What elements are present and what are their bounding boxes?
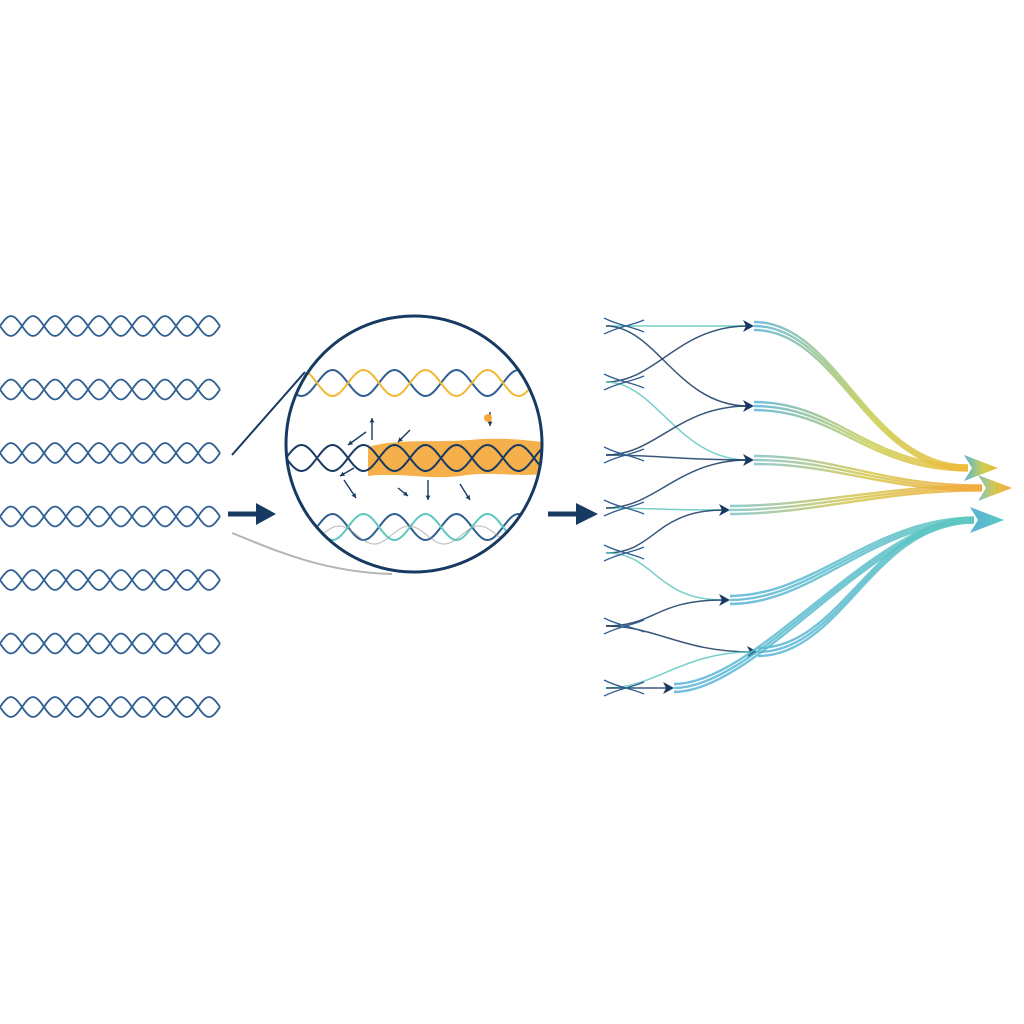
double-helix xyxy=(0,632,221,655)
flow-curve xyxy=(729,484,983,508)
magnified-helix-lens xyxy=(284,314,544,574)
double-helix xyxy=(0,505,221,528)
flow-curve xyxy=(753,320,969,467)
strand-tail xyxy=(603,544,645,560)
strand-tail xyxy=(603,617,645,633)
network-strand xyxy=(605,507,725,511)
output-arrow-teal-icon xyxy=(970,507,1004,533)
flow-curve xyxy=(753,404,969,470)
left-helix-panel xyxy=(0,315,221,718)
node-arrowhead-icon xyxy=(663,682,674,694)
double-helix xyxy=(0,442,221,464)
small-arrow-icon xyxy=(347,431,367,446)
flow-curve xyxy=(673,516,975,686)
double-helix xyxy=(0,378,221,401)
output-flows xyxy=(673,320,983,694)
output-arrow-orange-icon xyxy=(978,475,1012,501)
small-arrow-icon xyxy=(369,418,375,440)
strand-tail xyxy=(603,375,645,391)
helix-strand xyxy=(0,442,221,464)
node-arrowhead-icon xyxy=(743,320,754,332)
network-strand xyxy=(605,325,749,407)
highlight-band xyxy=(368,438,542,478)
network-strand xyxy=(605,625,753,653)
node-arrowhead-icon xyxy=(719,594,730,606)
right-arrow-icon xyxy=(228,503,276,525)
helix-strand xyxy=(0,632,221,655)
double-helix xyxy=(0,696,221,718)
strand-tail xyxy=(603,681,645,697)
helix-strand xyxy=(0,378,221,401)
network-strand xyxy=(605,459,749,509)
small-arrow-icon xyxy=(425,480,431,500)
branching-flow-network xyxy=(603,317,1012,697)
faint-strand xyxy=(299,525,531,545)
double-helix xyxy=(0,569,221,591)
small-arrow-icon xyxy=(339,467,355,477)
network-strand xyxy=(605,454,749,461)
output-arrow-yellow-icon xyxy=(964,455,998,481)
strand-tail xyxy=(603,546,645,562)
network-strand xyxy=(605,509,725,554)
network-strand xyxy=(605,381,749,461)
small-arrow-icon xyxy=(397,487,409,497)
zoom-pointer-lines xyxy=(231,371,393,575)
double-helix xyxy=(0,315,221,337)
flow-curve xyxy=(753,400,969,467)
helix-strand xyxy=(0,315,221,337)
helix-strand xyxy=(286,443,542,473)
helix-strand xyxy=(0,696,221,718)
helix-strand xyxy=(286,443,542,473)
network-strand xyxy=(605,325,749,383)
helix-strand xyxy=(286,512,542,542)
flow-curve xyxy=(753,324,969,470)
helix-strand xyxy=(0,505,221,528)
zoom-pointer-upper xyxy=(231,371,306,456)
helix-strand xyxy=(0,569,221,591)
small-arrow-icon xyxy=(343,479,357,499)
strand-tail xyxy=(603,448,645,464)
flow-curve xyxy=(729,486,983,512)
flow-curve xyxy=(673,521,975,694)
strand-tail xyxy=(603,619,645,635)
network-strand xyxy=(605,552,725,601)
small-arrow-icon xyxy=(397,429,411,443)
lens-outline xyxy=(284,314,544,574)
flow-curve xyxy=(753,454,983,487)
strand-tail xyxy=(603,499,645,515)
zoom-pointer-lower xyxy=(231,532,393,575)
node-arrowhead-icon xyxy=(743,400,754,412)
node-arrowhead-icon xyxy=(719,504,730,516)
flow-curve xyxy=(673,518,975,690)
flow-curve xyxy=(753,408,969,472)
lens-helix xyxy=(286,368,542,398)
small-arrow-icon xyxy=(459,483,471,501)
flow-curve xyxy=(757,521,975,658)
helix-strand xyxy=(286,368,542,398)
strand-tail xyxy=(603,501,645,517)
lens-helix xyxy=(286,443,542,473)
node-arrowhead-icon xyxy=(743,454,754,466)
helix-strand xyxy=(286,368,542,398)
network-strand xyxy=(605,599,725,627)
strand-tail xyxy=(603,446,645,462)
marker-dot xyxy=(484,414,492,422)
flow-curve xyxy=(729,516,975,598)
strand-tail xyxy=(603,319,645,335)
input-strands xyxy=(603,317,753,697)
flow-curve xyxy=(729,489,983,516)
strand-tail xyxy=(603,679,645,695)
right-arrow-icon xyxy=(548,503,598,525)
network-strand xyxy=(605,405,749,456)
